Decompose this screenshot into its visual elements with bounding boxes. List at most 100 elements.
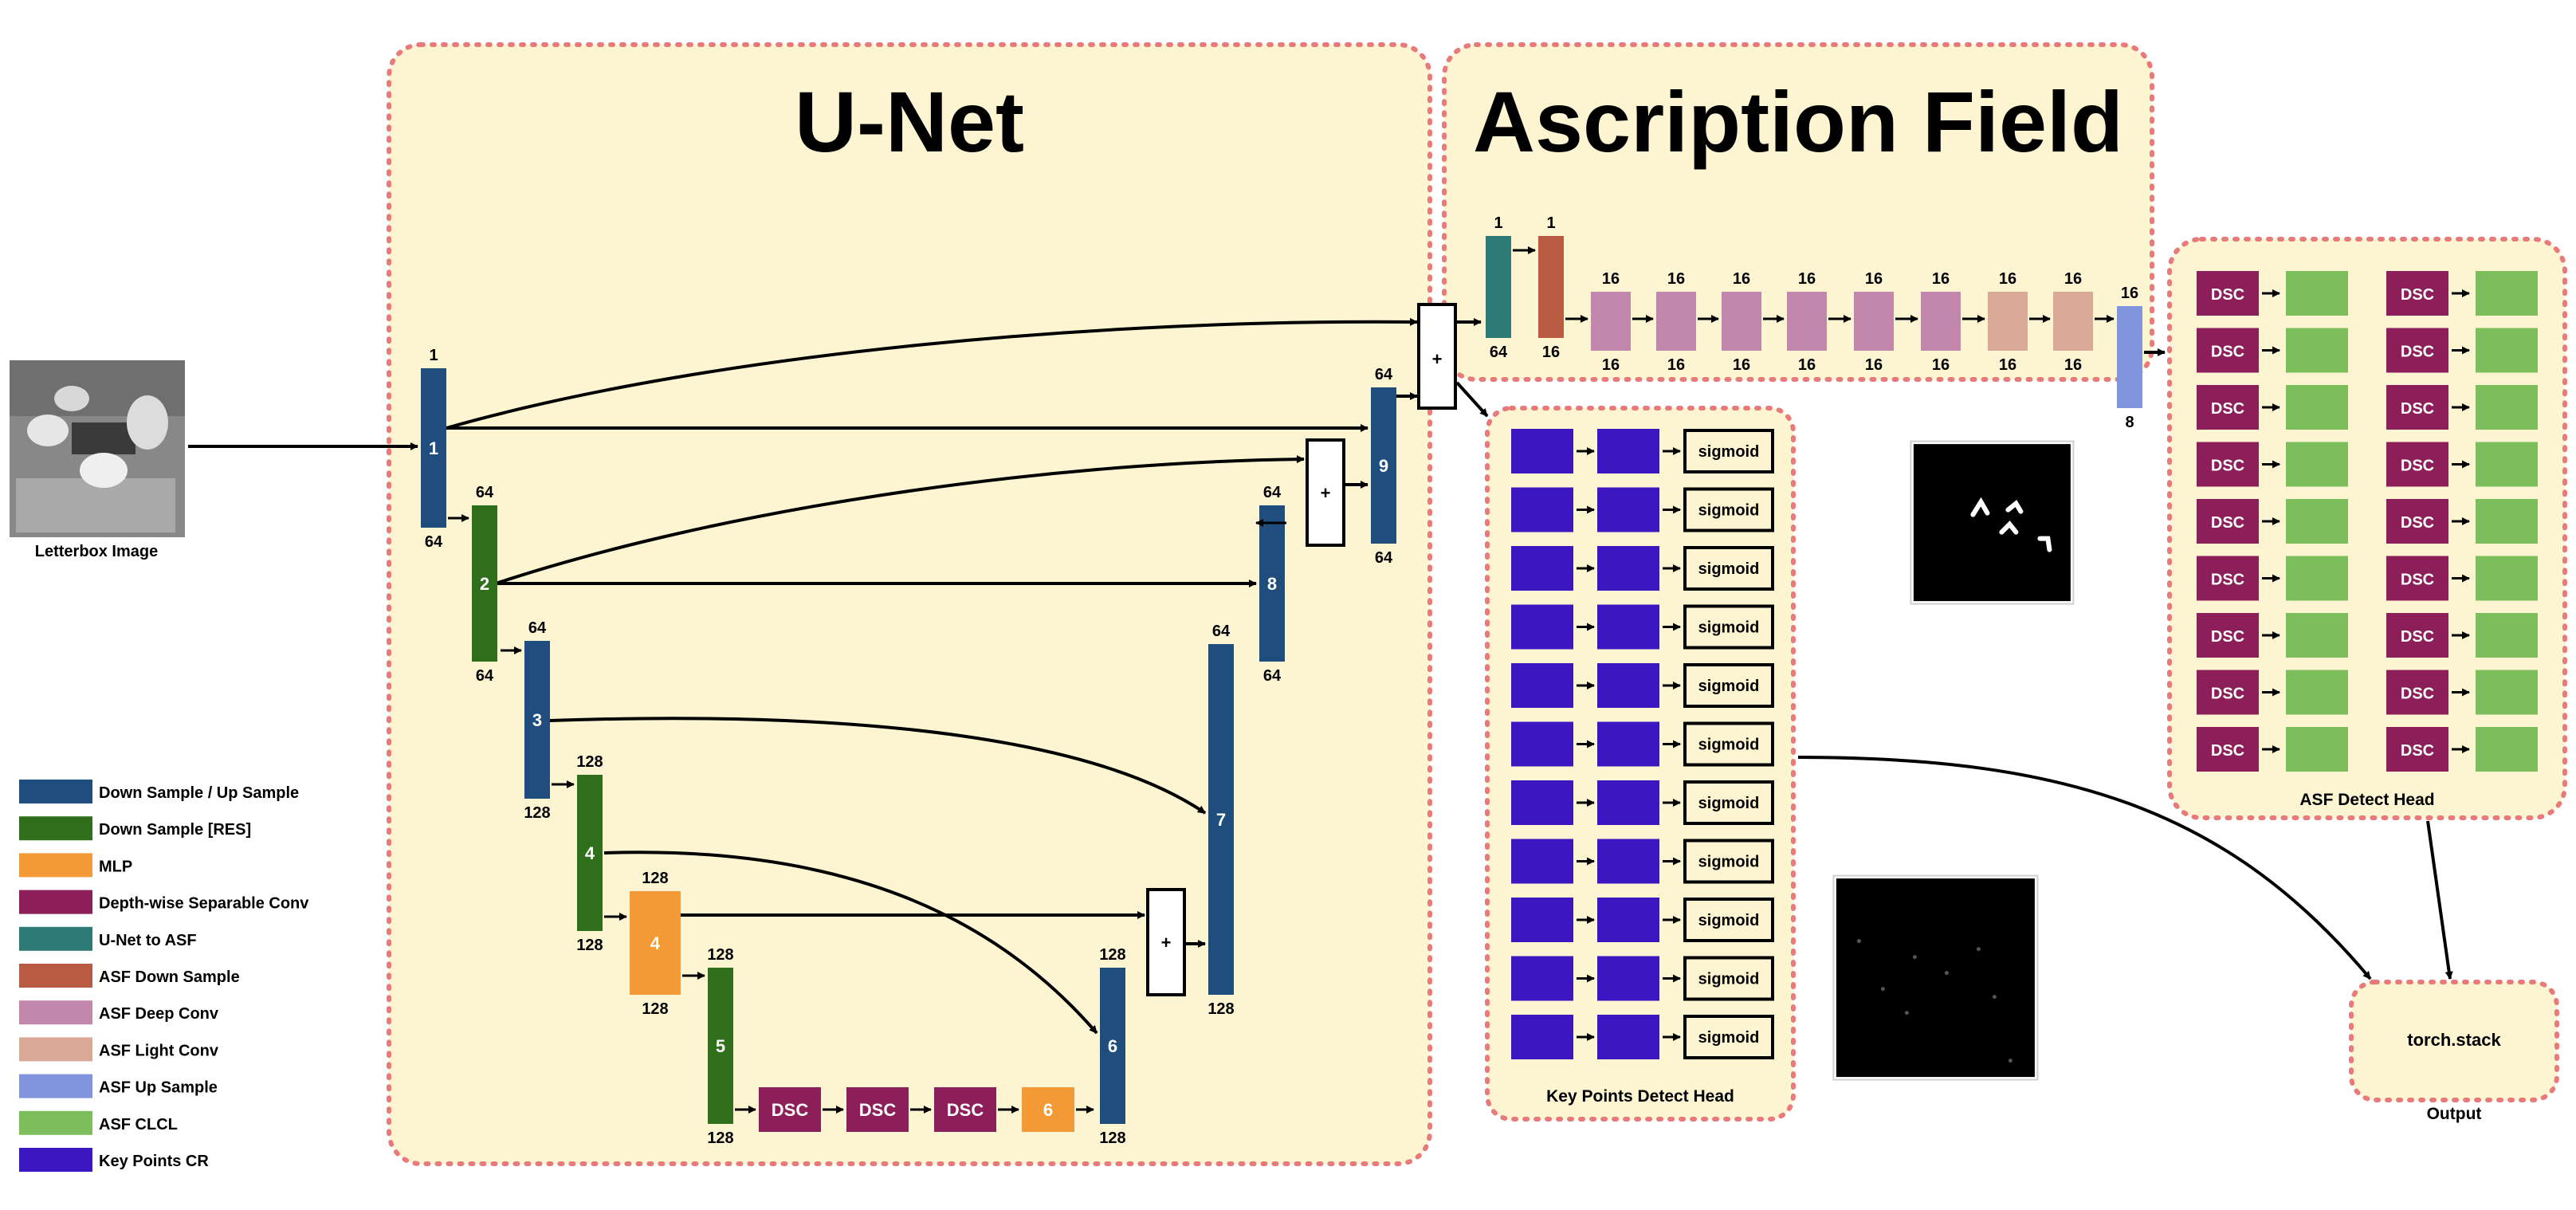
- asf-head-dsc-label: DSC: [2211, 572, 2244, 589]
- block-bottom-channels: 64: [1375, 549, 1393, 567]
- asf-head-dsc-label: DSC: [2211, 514, 2244, 532]
- asf-block-rect: [2053, 292, 2093, 351]
- block-top-channels: 128: [1099, 946, 1125, 964]
- keypoint-mark: [1970, 497, 1990, 517]
- kp-cr-block: [1597, 780, 1659, 825]
- asf-clcl-block: [2286, 385, 2348, 430]
- asf-head-dsc: [2386, 670, 2448, 715]
- asf-head-cell: DSC: [2386, 556, 2538, 601]
- asf-head-cell: DSC: [2386, 271, 2538, 316]
- sigmoid-box: [1683, 487, 1774, 532]
- asf-block-bottom-channels: 64: [1490, 344, 1508, 361]
- block-label: 9: [1379, 456, 1388, 476]
- output-caption: Output: [2427, 1105, 2482, 1123]
- asf-head-panel: [2167, 237, 2567, 820]
- legend-item: ASF Deep Conv: [19, 1000, 219, 1025]
- block-top-channels: 64: [1212, 623, 1231, 640]
- heatmap-dot: [1904, 1011, 1909, 1016]
- asf-head-cell: DSC: [2386, 727, 2538, 772]
- asf-head-dsc: [2386, 727, 2448, 772]
- legend-item: MLP: [19, 853, 132, 878]
- sigmoid-box: [1683, 839, 1774, 884]
- bottleneck-label: DSC: [859, 1100, 897, 1120]
- unet-block-4b-rect: [630, 891, 681, 995]
- legend-label: U-Net to ASF: [99, 932, 197, 949]
- asf-clcl-block: [2476, 385, 2538, 430]
- block-top-channels: 128: [642, 870, 668, 887]
- heatmap-dot: [2008, 1059, 2012, 1063]
- asf-block-rect: [1854, 292, 1894, 351]
- legend-label: Down Sample [RES]: [99, 821, 251, 839]
- asf-block-top-channels: 16: [2121, 285, 2138, 302]
- asf-head-dsc-label: DSC: [2401, 458, 2434, 475]
- letterbox-caption: Letterbox Image: [35, 543, 158, 560]
- asf-block-rect: [1722, 292, 1761, 351]
- plus-box-3: +: [1146, 888, 1186, 996]
- asf-block-top-channels: 16: [1865, 270, 1883, 288]
- feature-map-front-border: [1910, 440, 2075, 605]
- block-bottom-channels: 128: [1208, 1000, 1234, 1018]
- legend-label: ASF CLCL: [99, 1116, 178, 1133]
- asf-head-dsc: [2386, 442, 2448, 487]
- asf-block-bottom-channels: 16: [1602, 356, 1620, 374]
- sigmoid-box: [1683, 663, 1774, 708]
- block-bottom-channels: 64: [476, 667, 494, 685]
- legend-swatch: [19, 780, 92, 803]
- asf-clcl-block: [2476, 670, 2538, 715]
- asf-clcl-block: [2286, 727, 2348, 772]
- asf-block-rect: [2117, 306, 2142, 408]
- connectors: [188, 317, 2453, 1035]
- legend-item: Down Sample [RES]: [19, 816, 251, 841]
- asf-block-top-channels: 16: [1999, 270, 2016, 288]
- plus-symbol: +: [1321, 483, 1331, 503]
- keypoint-mark: [1999, 521, 2019, 535]
- sigmoid-box: [1683, 546, 1774, 591]
- asf-clcl-block: [2476, 328, 2538, 373]
- asf-block-bottom-channels: 16: [1798, 356, 1816, 374]
- sigmoid-label: sigmoid: [1698, 795, 1760, 812]
- bottleneck-dsc: [759, 1087, 821, 1132]
- kp-cr-block: [1511, 898, 1573, 942]
- keypoint-heatmaps-stack: [1812, 853, 2039, 1081]
- sigmoid-label: sigmoid: [1698, 971, 1760, 988]
- unet-block-6-rect: [1100, 968, 1125, 1124]
- kp-head-rows: sigmoidsigmoidsigmoidsigmoidsigmoidsigmo…: [1511, 429, 1774, 1059]
- asf-head-cell: DSC: [2197, 271, 2348, 316]
- asf-head-dsc-label: DSC: [2401, 742, 2434, 760]
- heatmap-dot: [1976, 947, 1981, 952]
- unet-block-9-rect: [1371, 387, 1396, 544]
- block-bottom-channels: 128: [1099, 1129, 1125, 1147]
- output-box-label: torch.stack: [2407, 1030, 2501, 1050]
- sigmoid-box: [1683, 721, 1774, 767]
- asf-block-bottom-channels: 16: [2064, 356, 2082, 374]
- unet-block-5-rect: [708, 968, 733, 1124]
- asf-clcl-block: [2286, 271, 2348, 316]
- asf-head-dsc-label: DSC: [2401, 686, 2434, 703]
- legend-swatch: [19, 816, 92, 841]
- plus-symbol: +: [1432, 349, 1443, 369]
- asf-head-dsc-label: DSC: [2401, 572, 2434, 589]
- unet-block-8-rect: [1259, 505, 1285, 662]
- kp-head-row: sigmoid: [1511, 546, 1774, 591]
- block-label: 8: [1267, 574, 1277, 594]
- keypoint-mark: [2037, 536, 2052, 552]
- asf-head-dsc: [2386, 556, 2448, 601]
- unet-panel: [387, 42, 1432, 1166]
- kp-head-row: sigmoid: [1511, 839, 1774, 884]
- asf-block-rect: [1787, 292, 1827, 351]
- asf-block-top-channels: 16: [1932, 270, 1950, 288]
- kp-cr-block: [1511, 487, 1573, 532]
- asf-head-dsc: [2386, 271, 2448, 316]
- asf-head-cell: DSC: [2197, 385, 2348, 430]
- unet-block-4a-rect: [577, 775, 603, 931]
